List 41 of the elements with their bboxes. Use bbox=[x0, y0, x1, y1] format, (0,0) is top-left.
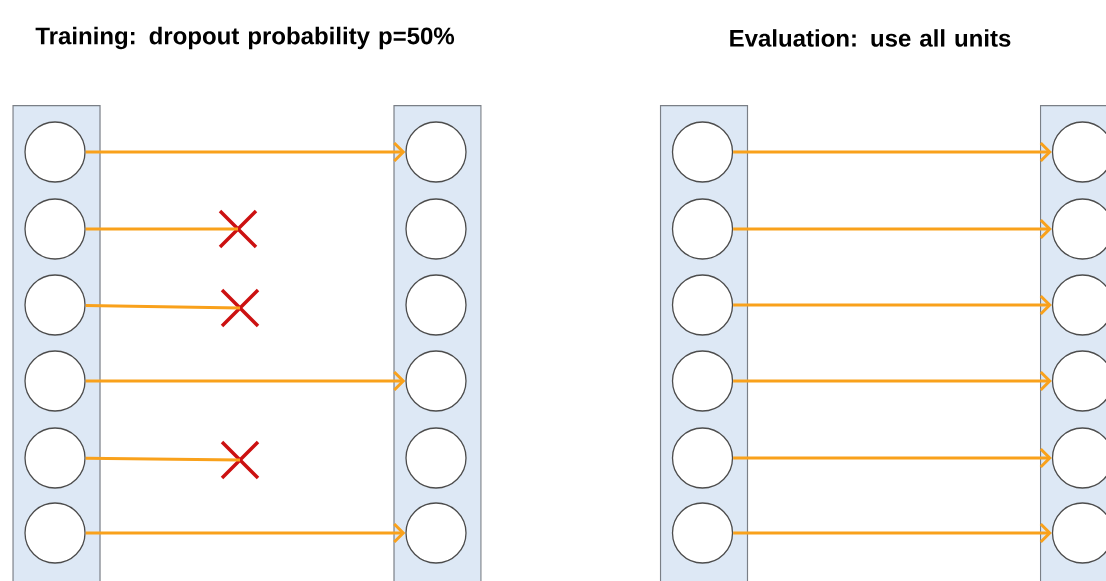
neuron-circle bbox=[405, 121, 467, 183]
neuron-circle bbox=[1051, 502, 1106, 564]
cross-mark bbox=[218, 209, 258, 249]
neuron-circle bbox=[405, 427, 467, 489]
panel-title: Training: dropout probability p=50% bbox=[35, 26, 455, 50]
arrow bbox=[733, 447, 1052, 469]
neuron-circle bbox=[1051, 121, 1106, 183]
connection-line bbox=[85, 304, 241, 310]
neuron-circle bbox=[671, 198, 734, 260]
arrow bbox=[733, 141, 1052, 163]
arrow bbox=[733, 370, 1052, 392]
neuron-circle bbox=[1051, 198, 1106, 260]
neuron-circle bbox=[671, 121, 734, 183]
neuron-circle bbox=[24, 502, 86, 564]
neuron-circle bbox=[24, 198, 86, 260]
neuron-circle bbox=[405, 274, 467, 336]
neuron-circle bbox=[24, 121, 86, 183]
arrow bbox=[85, 522, 406, 544]
arrow bbox=[85, 141, 406, 163]
panel-title: Evaluation: use all units bbox=[730, 29, 1011, 47]
neuron-circle bbox=[24, 350, 86, 412]
arrow bbox=[733, 294, 1052, 316]
neuron-circle bbox=[24, 274, 86, 336]
neuron-circle bbox=[405, 198, 467, 260]
arrow bbox=[85, 370, 406, 392]
neuron-circle bbox=[671, 274, 734, 336]
connection-line bbox=[85, 456, 241, 462]
arrow bbox=[733, 218, 1052, 240]
cross-mark bbox=[220, 288, 260, 328]
neuron-circle bbox=[671, 350, 734, 412]
neuron-circle bbox=[1051, 350, 1106, 412]
arrow bbox=[733, 522, 1052, 544]
neuron-circle bbox=[1051, 274, 1106, 336]
cross-mark bbox=[220, 440, 260, 480]
neuron-circle bbox=[405, 350, 467, 412]
neuron-circle bbox=[671, 427, 734, 489]
neuron-circle bbox=[1051, 427, 1106, 489]
connection-line bbox=[85, 227, 238, 231]
neuron-circle bbox=[405, 502, 467, 564]
neuron-circle bbox=[24, 427, 86, 489]
neuron-circle bbox=[671, 502, 734, 564]
